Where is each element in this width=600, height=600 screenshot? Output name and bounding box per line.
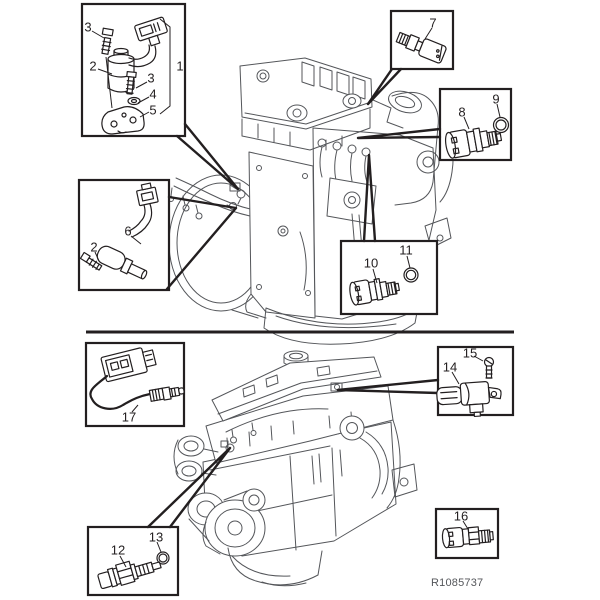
bottom-engine-drawing (173, 350, 418, 587)
sensor-assembly-drawing (101, 16, 171, 135)
washer-drawing (127, 96, 141, 106)
callout-number-3: 3 (147, 70, 155, 86)
callout-number-11: 11 (399, 242, 413, 258)
callout-number-1: 1 (176, 58, 184, 74)
callout-number-16: 16 (453, 508, 469, 524)
leader-wedge-box-8-9 (356, 127, 442, 140)
leader-wedge-box-2-6 (165, 195, 238, 291)
callout-number-2: 2 (89, 58, 97, 74)
nox-sensor-drawing (89, 347, 185, 410)
callout-number-6: 6 (124, 223, 132, 239)
cam-sensor-drawing (79, 182, 159, 280)
callout-number-17: 17 (121, 409, 137, 425)
o-ring-drawing (403, 267, 419, 283)
callout-number-3: 3 (84, 19, 92, 35)
callout-number-8: 8 (458, 104, 466, 120)
callout-number-12: 12 (110, 542, 126, 558)
callout-number-15: 15 (462, 345, 478, 361)
callout-number-2: 2 (90, 239, 98, 255)
callout-number-7: 7 (429, 15, 437, 31)
reference-code: R1085737 (431, 577, 484, 589)
assembly-bracket-line (159, 18, 171, 115)
map-sensor-drawing (436, 356, 502, 418)
callout-leader-lines (91, 27, 501, 568)
screw-drawing (483, 356, 495, 379)
callout-number-4: 4 (149, 86, 157, 102)
callout-number-13: 13 (148, 529, 164, 545)
pressure-sensor-drawing (441, 526, 494, 549)
callout-number-10: 10 (363, 255, 379, 271)
callout-number-9: 9 (492, 91, 500, 107)
o-ring-drawing (156, 551, 170, 565)
pressure-sensor-drawing (444, 116, 510, 159)
callout-number-5: 5 (149, 102, 157, 118)
bolt-drawing (79, 251, 103, 271)
leader-wedge-box-10-11 (362, 153, 377, 243)
leader-wedge-box-14-15 (336, 378, 440, 395)
leader-wedge-box-12-13 (146, 446, 232, 529)
temp-sensor-drawing (97, 551, 170, 590)
leader-wedge-box-1-5 (175, 122, 240, 191)
bolt-drawing (125, 70, 137, 95)
callout-number-14: 14 (442, 359, 458, 375)
pressure-sensor-drawing (395, 31, 447, 64)
leader-wedge-box-7 (366, 67, 403, 106)
pressure-sensor-drawing (349, 267, 419, 306)
o-ring-drawing (492, 116, 510, 134)
